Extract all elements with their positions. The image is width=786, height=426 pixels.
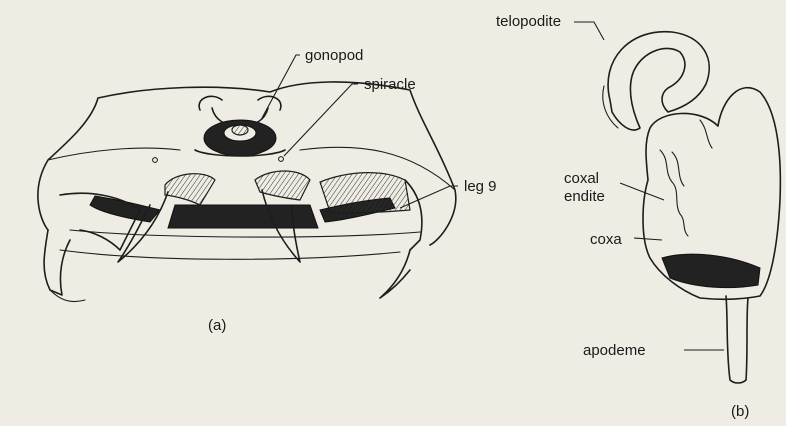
caption-a: (a) xyxy=(208,317,226,334)
label-leg-9: leg 9 xyxy=(464,178,497,195)
telopodite-leader xyxy=(574,22,604,40)
coxa-dark-band xyxy=(662,254,760,287)
spiracle-leader xyxy=(284,84,358,156)
leg9-leader xyxy=(400,186,458,208)
label-spiracle: spiracle xyxy=(364,76,416,93)
figure-b-drawing xyxy=(574,22,780,383)
label-coxa: coxa xyxy=(590,231,622,248)
label-apodeme: apodeme xyxy=(583,342,646,359)
coxal-endite xyxy=(660,150,688,236)
gonopod-structure xyxy=(195,96,285,156)
apodeme-outline xyxy=(726,296,748,383)
caption-b: (b) xyxy=(731,403,749,420)
spiracle-opening xyxy=(279,157,284,162)
label-endite: endite xyxy=(564,188,605,205)
label-telopodite: telopodite xyxy=(496,13,561,30)
coxa-leader xyxy=(634,238,662,240)
label-gonopod: gonopod xyxy=(305,47,363,64)
sternal-plate xyxy=(168,205,318,228)
label-coxal: coxal xyxy=(564,170,599,187)
telopodite-outline xyxy=(608,32,709,130)
coxal-endite-leader xyxy=(620,183,664,200)
